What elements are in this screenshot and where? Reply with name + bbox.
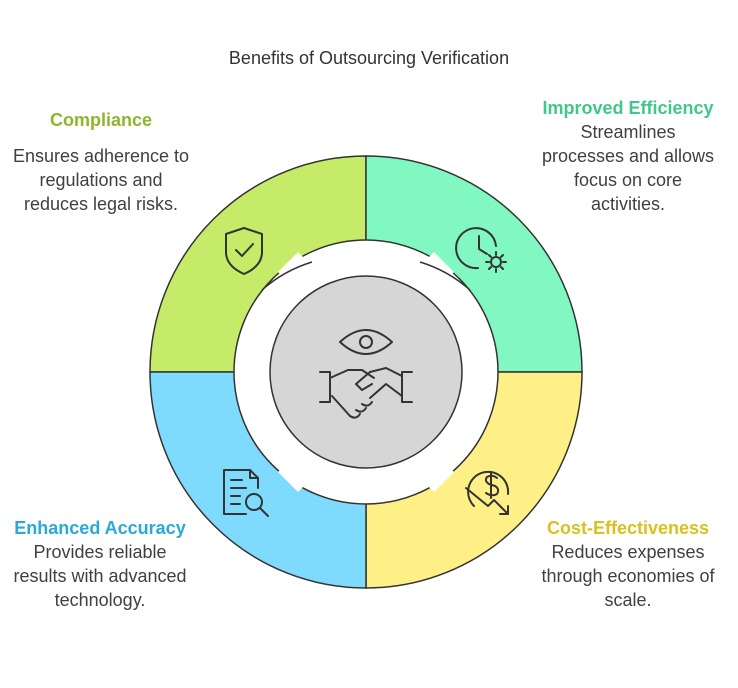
accuracy-heading: Enhanced Accuracy [14,518,186,538]
efficiency-heading: Improved Efficiency [542,98,714,118]
compliance-heading: Compliance [49,110,153,130]
handshake-icon [319,367,413,419]
document-search-icon [223,469,269,517]
benefit-accuracy: Enhanced Accuracy Provides reliable resu… [10,516,190,612]
benefit-compliance: Compliance Ensures adherence to regulati… [8,108,194,216]
eye-icon [339,329,393,355]
dollar-down-icon [465,470,510,515]
compliance-description: Ensures adherence to regulations and red… [12,146,190,214]
efficiency-description: Streamlines processes and allows focus o… [541,122,715,214]
benefit-cost: Cost-Effectiveness Reduces expenses thro… [540,516,716,612]
accuracy-description: Provides reliable results with advanced … [13,542,187,610]
clock-gear-icon [455,227,507,273]
cost-heading: Cost-Effectiveness [546,518,710,538]
ring-outlines [261,261,471,291]
page-title: Benefits of Outsourcing Verification [228,48,510,68]
benefit-efficiency: Improved Efficiency Streamlines processe… [540,96,716,216]
cost-description: Reduces expenses through economies of sc… [541,542,715,610]
shield-check-icon [225,227,263,275]
